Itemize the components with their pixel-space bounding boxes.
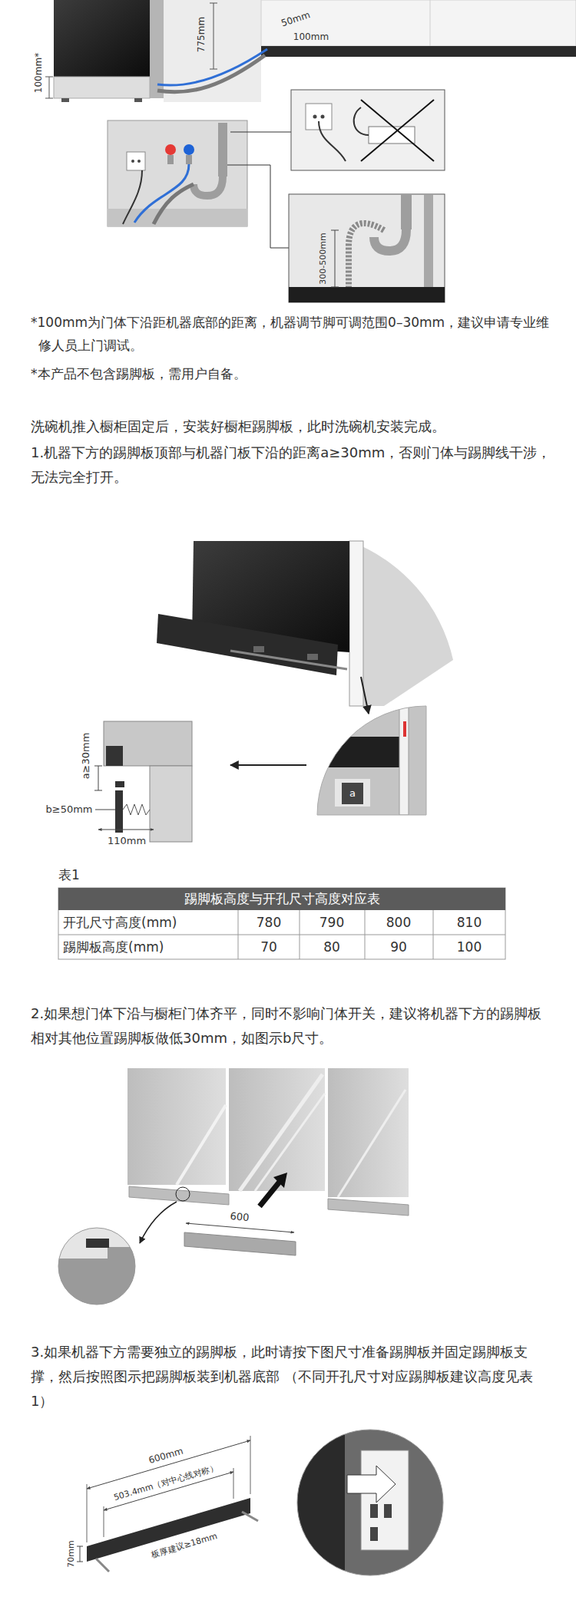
table-cell: 70 (260, 940, 278, 956)
table-cell: 800 (386, 915, 411, 931)
door-kickboard-view (156, 541, 454, 715)
dimension-label: 775mm (195, 16, 207, 53)
drain-inset (288, 194, 445, 303)
installation-view (45, 0, 576, 103)
instruction-text: 洗碗机推入橱柜固定后，安装好橱柜踢脚板，此时洗碗机安装完成。 (30, 414, 553, 440)
dimension-label: 100mm (293, 31, 329, 43)
kickboard-inset (317, 706, 427, 816)
table-cell: 780 (256, 915, 282, 931)
dimension-label: 70mm (66, 1541, 77, 1569)
table-grid (58, 888, 506, 960)
marker-letter: a (349, 787, 356, 801)
wall-connection-view (107, 120, 292, 249)
cabinet-flush-view (58, 1069, 409, 1306)
standalone-kickboard-view (76, 1430, 444, 1577)
dimension-label: 503.4mm（对中心线对称） (112, 1463, 220, 1505)
instruction-text: 3.如果机器下方需要独立的踢脚板，此时请按下图尺寸准备踢脚板并固定踢脚板支撑，然… (30, 1340, 553, 1415)
dimension-label: 300-500mm (317, 232, 328, 285)
socket-inset (291, 89, 445, 171)
dimension-label: 110mm (107, 835, 146, 848)
dimension-label: 600 (229, 1211, 250, 1225)
dimension-label: b≥50mm (45, 804, 93, 817)
dimension-label: 100mm* (33, 52, 44, 93)
dimension-label: 50mm (279, 9, 312, 30)
table-header-band: 踢脚板高度与开孔尺寸高度对应表 (58, 888, 506, 911)
table-cell: 90 (390, 940, 408, 956)
dimension-label: a≥30mm (79, 733, 93, 781)
band-title: 踢脚板高度与开孔尺寸高度对应表 (58, 888, 506, 911)
table-cell: 100 (456, 940, 482, 956)
table-cell: 踢脚板高度(mm) (62, 940, 164, 956)
dimension-label: 600mm (147, 1446, 185, 1468)
table-cell: 开孔尺寸高度(mm) (62, 915, 177, 931)
table-caption: 表1 (58, 867, 80, 884)
dimension-label: 板厚建议≥18mm (150, 1532, 219, 1562)
note-text: *100mm为门体下沿距机器底部的距离，机器调节脚可调范围0–30mm，建议申请… (30, 311, 553, 358)
table-cell: 810 (456, 915, 482, 931)
kickboard-section-detail (94, 721, 307, 843)
table-cell: 790 (319, 915, 345, 931)
note-text: *本产品不包含踢脚板，需用户自备。 (30, 362, 553, 386)
table-cell: 80 (323, 940, 341, 956)
instruction-text: 1.机器下方的踢脚板顶部与机器门板下沿的距离a≥30mm，否则门体与踢脚线干涉，… (30, 440, 553, 490)
instruction-text: 2.如果想门体下沿与橱柜门体齐平，同时不影响门体开关，建议将机器下方的踢脚板相对… (30, 1002, 553, 1052)
